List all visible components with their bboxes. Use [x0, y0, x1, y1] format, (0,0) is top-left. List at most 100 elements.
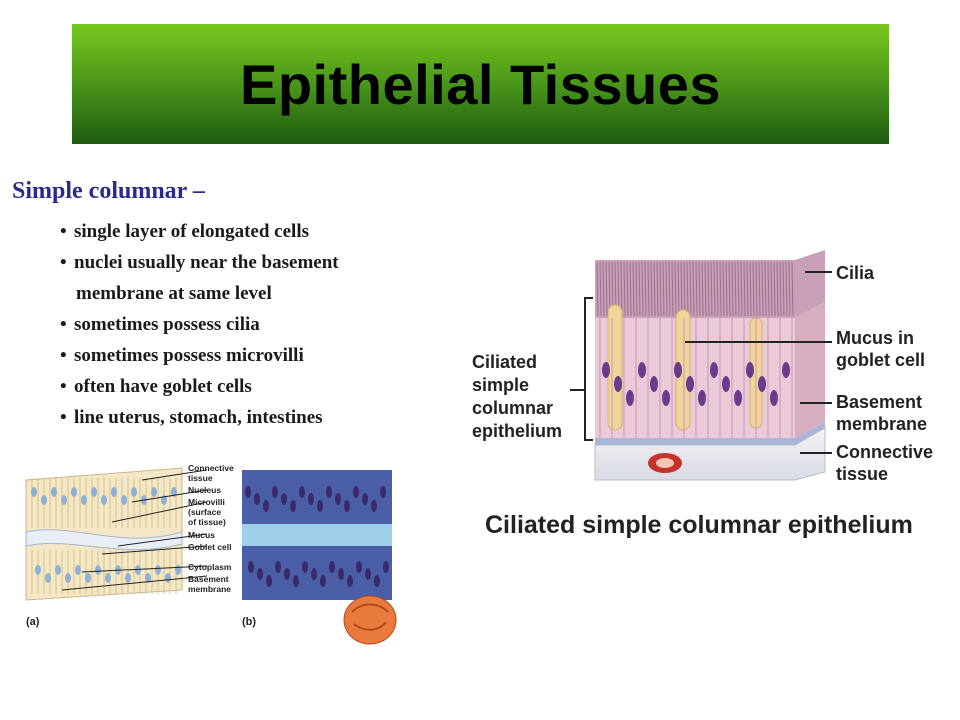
cilium [596, 261, 599, 317]
bullet-text: nuclei usually near the basement [74, 252, 339, 273]
cilium [752, 261, 755, 317]
cilium [680, 261, 683, 317]
bullet-glyph: • [60, 345, 67, 366]
cilium [638, 261, 641, 317]
label-connective-line2: tissue [836, 464, 888, 484]
cilium [731, 261, 734, 317]
panel-a-nucleus [155, 565, 161, 575]
slide-title: Epithelial Tissues [239, 52, 722, 116]
bullet-item: • line uterus, stomach, intestines [60, 402, 339, 433]
panel-a-nucleus [85, 573, 91, 583]
panel-a-nucleus [81, 495, 87, 505]
micro-label-basement-1: Basement [188, 574, 229, 584]
cilium [743, 261, 746, 317]
panel-a-nucleus [171, 487, 177, 497]
label-cilia: Cilia [836, 263, 875, 283]
panel-b-nucleus [266, 575, 272, 587]
panel-a-nucleus [61, 495, 67, 505]
label-side-line3: columnar [472, 398, 553, 418]
cilium [728, 261, 731, 317]
panel-a-nucleus [95, 565, 101, 575]
panel-a-nucleus [51, 487, 57, 497]
panel-b-nucleus [380, 486, 386, 498]
panel-a-nucleus [125, 573, 131, 583]
nucleus [722, 376, 730, 392]
cilium [698, 261, 701, 317]
micro-label-goblet: Goblet cell [188, 542, 231, 552]
nucleus [782, 362, 790, 378]
panel-a-nucleus [101, 495, 107, 505]
panel-a-nucleus [91, 487, 97, 497]
nucleus [650, 376, 658, 392]
cilium [764, 261, 767, 317]
panel-a-nucleus [75, 565, 81, 575]
label-basement-line1: Basement [836, 392, 922, 412]
label-connective-line1: Connective [836, 442, 933, 462]
panel-b-nucleus [311, 568, 317, 580]
cilium [647, 261, 650, 317]
micro-label-cytoplasm: Cytoplasm [188, 562, 232, 572]
label-side-line4: epithelium [472, 421, 562, 441]
panel-a-nucleus [71, 487, 77, 497]
micro-label-mucus: Mucus [188, 530, 215, 540]
cilium [602, 261, 605, 317]
cilium [761, 261, 764, 317]
cilium [776, 261, 779, 317]
bullet-item: •often have goblet cells [60, 371, 339, 402]
cilium [749, 261, 752, 317]
cilium [755, 261, 758, 317]
panel-a-nucleus [175, 565, 181, 575]
cilium [701, 261, 704, 317]
label-mucus-line2: goblet cell [836, 350, 925, 370]
label-basement-line2: membrane [836, 414, 927, 434]
nucleus [734, 390, 742, 406]
cilium [599, 261, 602, 317]
bullet-glyph: • [60, 252, 67, 273]
cilium [785, 261, 788, 317]
cilium [791, 261, 794, 317]
cilium [620, 261, 623, 317]
label-side-line1: Ciliated [472, 352, 537, 372]
nucleus [770, 390, 778, 406]
goblet-cell [607, 304, 623, 431]
panel-a-nucleus [55, 565, 61, 575]
bullet-text: single layer of elongated cells [74, 221, 310, 242]
title-banner: Epithelial Tissues [72, 24, 889, 144]
panel-a-nucleus [165, 573, 171, 583]
nuclei [602, 362, 790, 406]
micro-label-basement-2: membrane [188, 584, 231, 594]
cilium [605, 261, 608, 317]
cell-layer-side [795, 302, 825, 438]
bullet-glyph: • [60, 407, 67, 428]
panel-a-nuclei [31, 487, 181, 583]
panel-a-nucleus [105, 573, 111, 583]
bullet-text: often have goblet cells [74, 376, 252, 397]
bullet-item: •sometimes possess cilia [60, 309, 339, 340]
cilium [668, 261, 671, 317]
cilium [653, 261, 656, 317]
bullet-glyph: • [60, 314, 67, 335]
cilium [692, 261, 695, 317]
panel-b-nucleus [338, 568, 344, 580]
panel-b-nucleus [254, 493, 260, 505]
intestine-coils [351, 603, 389, 631]
cilium [722, 261, 725, 317]
cilium [632, 261, 635, 317]
panel-b-nucleus [248, 561, 254, 573]
panel-a-nucleus [131, 487, 137, 497]
panel-a-nucleus [151, 487, 157, 497]
bullet-item: •sometimes possess microvilli [60, 340, 339, 371]
cilium [788, 261, 791, 317]
cilium [659, 261, 662, 317]
panel-a-label: (a) [26, 616, 40, 628]
cilium [689, 261, 692, 317]
cilium [707, 261, 710, 317]
cilium [719, 261, 722, 317]
panel-b-nucleus [272, 486, 278, 498]
micrograph-figure: Connective tissue Nucleus Microvilli (su… [25, 463, 397, 645]
section-heading: Simple columnar – [12, 178, 205, 204]
cilium [779, 261, 782, 317]
cilium [677, 261, 680, 317]
label-side-line2: simple [472, 375, 529, 395]
bullet-text: line uterus, stomach, intestines [74, 407, 323, 428]
